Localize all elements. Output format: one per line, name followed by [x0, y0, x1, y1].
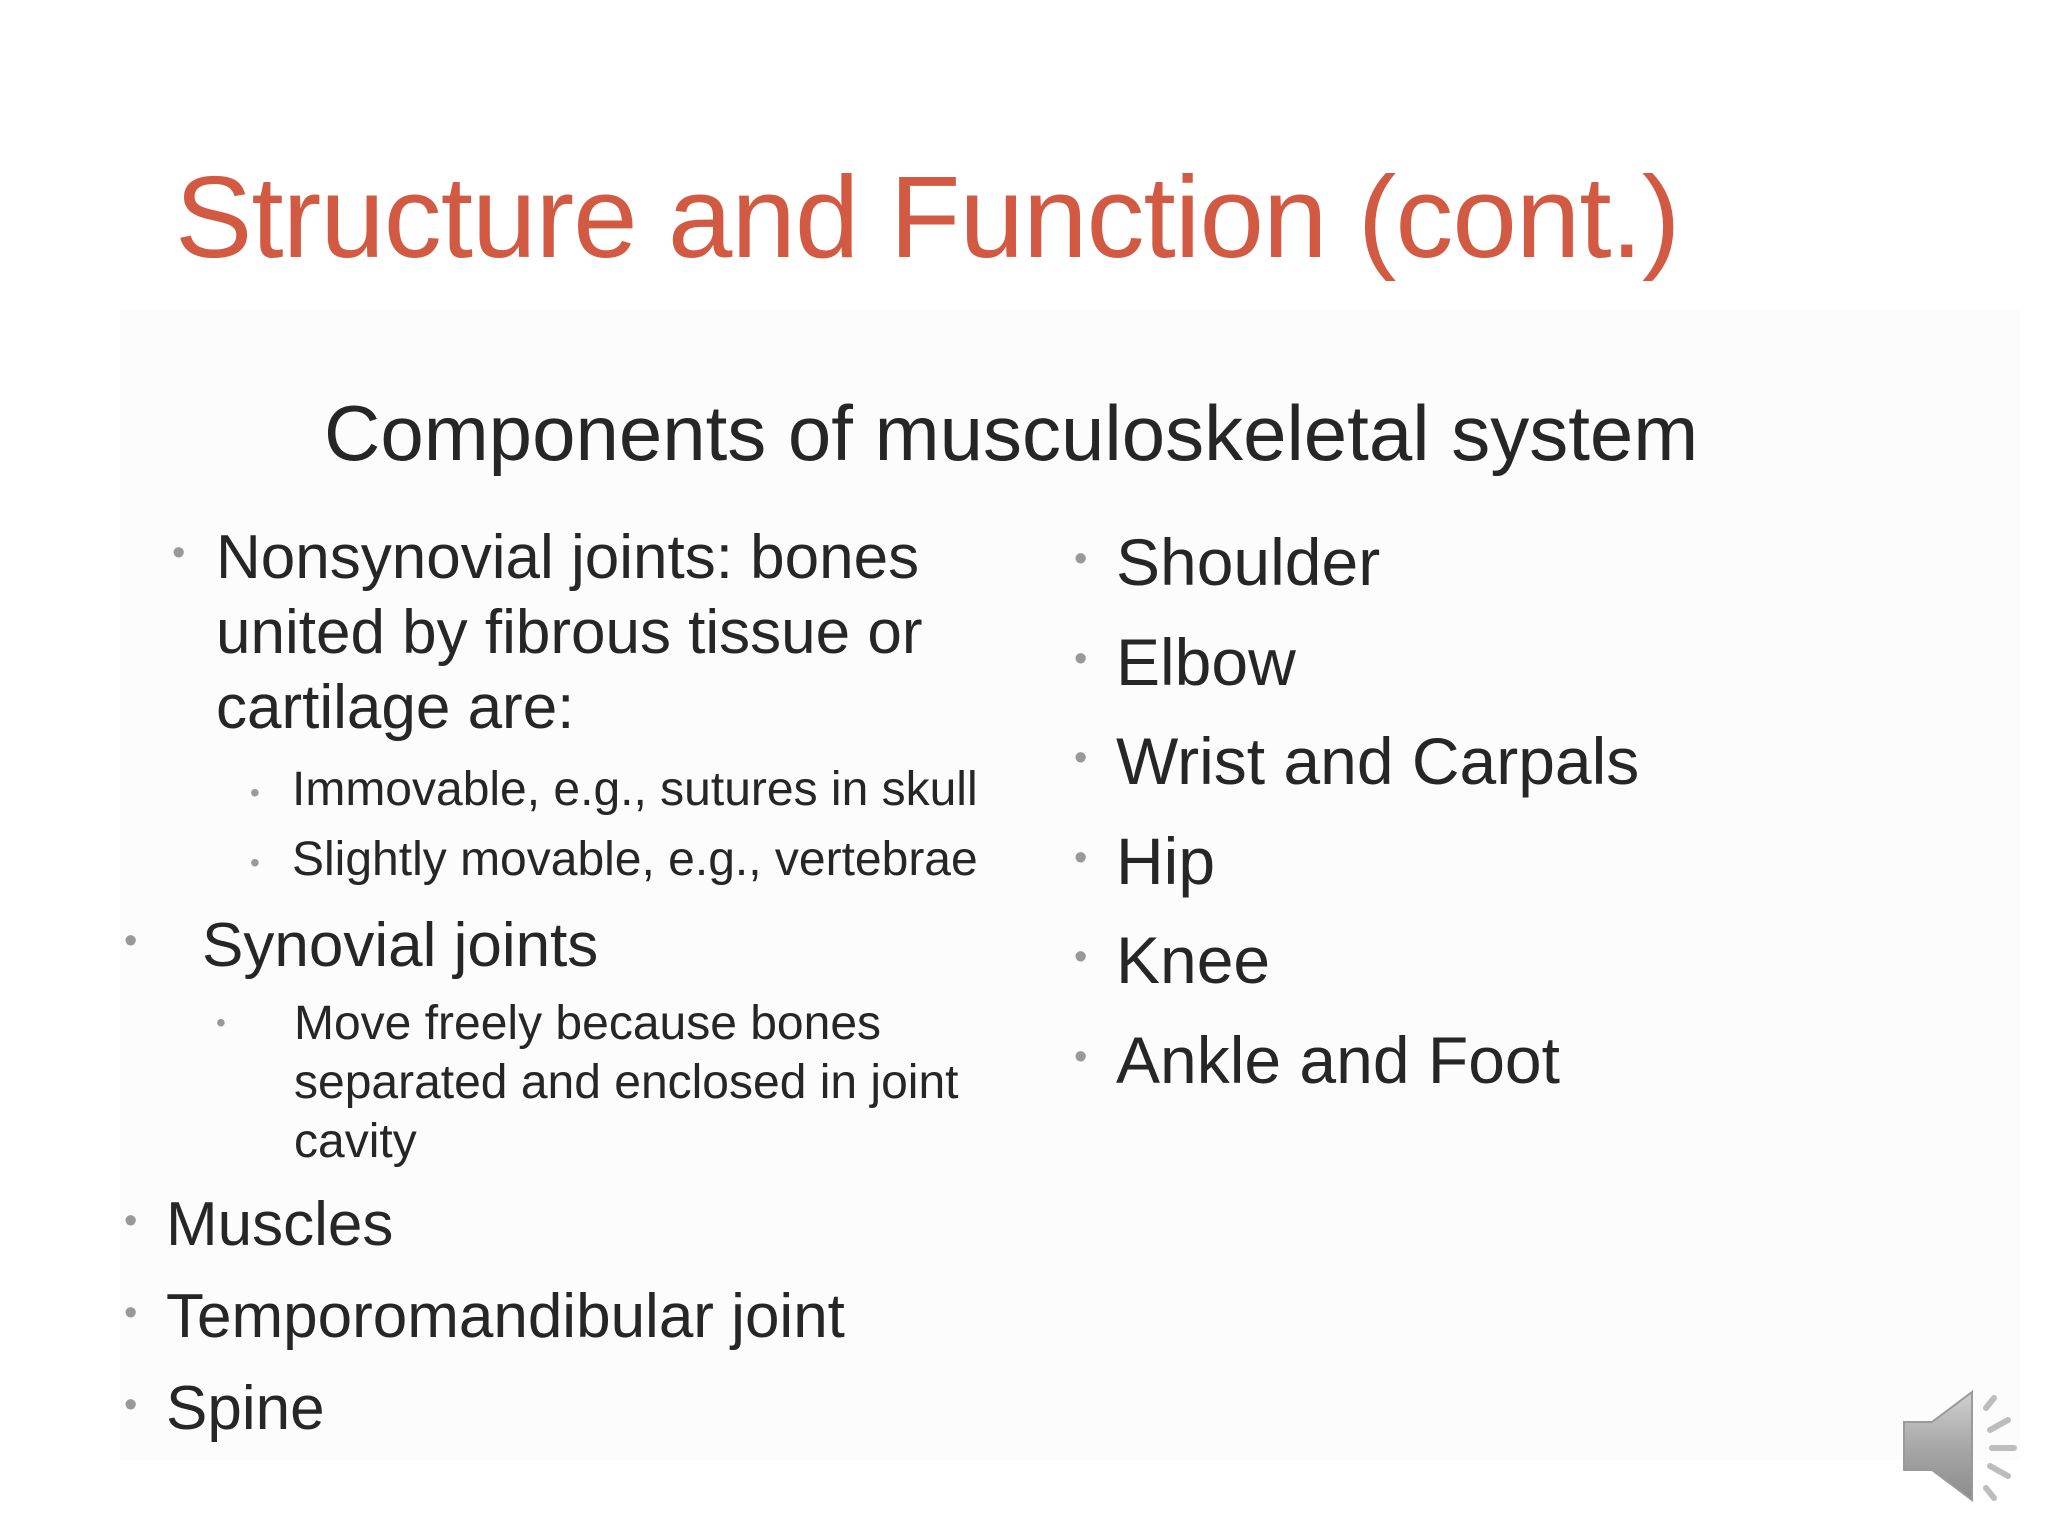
synovial-sub-line-1: Move freely because bones	[294, 997, 882, 1050]
speaker-icon[interactable]	[1890, 1380, 2038, 1520]
synovial-sub-line-2: separated and enclosed in joint	[294, 1056, 959, 1109]
bullet: •	[172, 532, 186, 574]
bullet: •	[1074, 837, 1088, 879]
nonsynovial-line-1: Nonsynovial joints: bones	[216, 523, 920, 592]
synovial-label: Synovial joints	[202, 911, 599, 980]
slide-subtitle: Components of musculoskeletal system	[324, 389, 1699, 477]
right-item-knee: Knee	[1116, 923, 1271, 997]
left-item-spine: Spine	[166, 1374, 325, 1443]
sub-bullet: •	[216, 1007, 226, 1038]
nonsynovial-line-3: cartilage are:	[216, 673, 575, 742]
bullet: •	[124, 920, 138, 962]
bullet: •	[1074, 936, 1088, 978]
bullet: •	[1074, 538, 1088, 580]
slide-title: Structure and Function (cont.)	[175, 152, 1681, 282]
right-item-elbow: Elbow	[1116, 625, 1296, 699]
right-item-wrist: Wrist and Carpals	[1116, 724, 1640, 798]
nonsynovial-sub-item-2: Slightly movable, e.g., vertebrae	[292, 833, 978, 886]
left-item-muscles: Muscles	[166, 1190, 394, 1259]
sub-bullet: •	[250, 777, 260, 808]
bullet: •	[124, 1200, 138, 1242]
bullet: •	[1074, 1036, 1088, 1078]
bullet: •	[1074, 737, 1088, 779]
right-item-ankle: Ankle and Foot	[1116, 1023, 1560, 1097]
nonsynovial-sub-item-1: Immovable, e.g., sutures in skull	[292, 763, 978, 816]
sub-bullet: •	[250, 847, 260, 878]
right-item-hip: Hip	[1116, 824, 1216, 898]
bullet: •	[124, 1384, 138, 1426]
nonsynovial-line-2: united by fibrous tissue or	[216, 598, 923, 667]
bullet: •	[124, 1292, 138, 1334]
right-item-shoulder: Shoulder	[1116, 525, 1381, 599]
bullet: •	[1074, 638, 1088, 680]
content-area	[120, 310, 2020, 1460]
left-item-temporomandibular: Temporomandibular joint	[166, 1282, 845, 1351]
synovial-sub-line-3: cavity	[294, 1115, 417, 1168]
